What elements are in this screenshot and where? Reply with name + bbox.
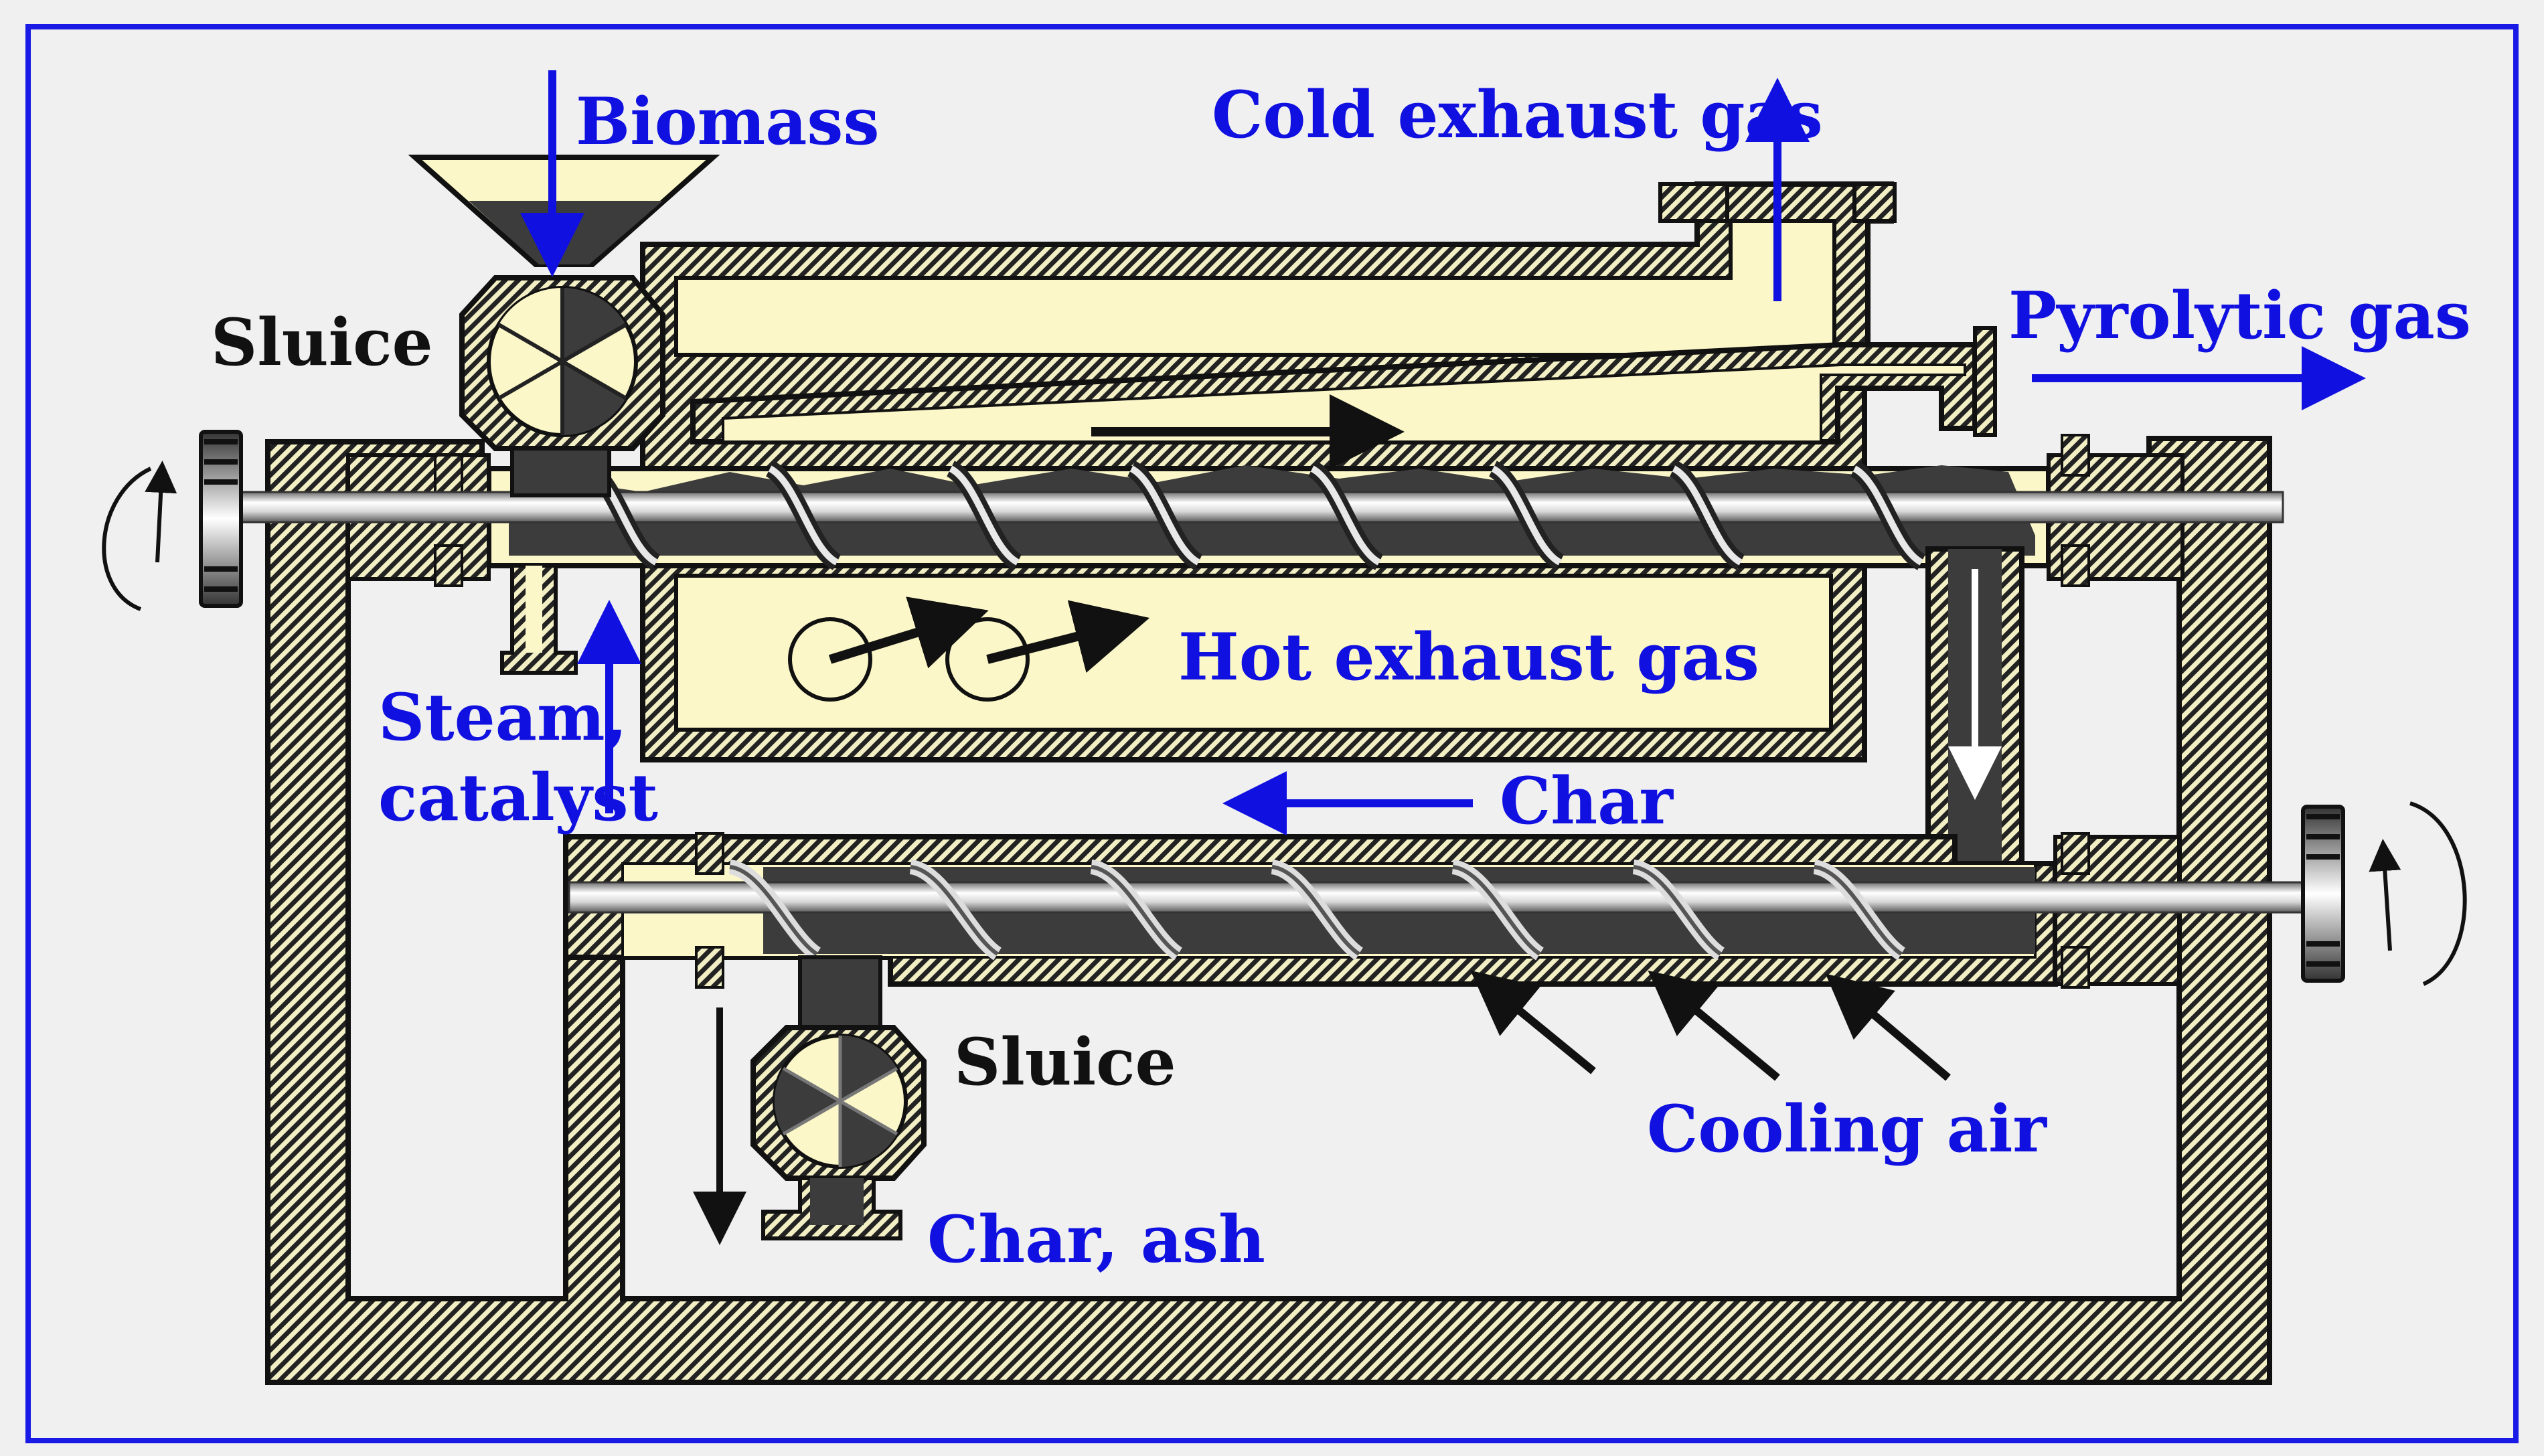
label-biomass: Biomass — [576, 84, 880, 159]
label-sluice-bottom: Sluice — [954, 1024, 1176, 1100]
cooling-air-arrow-2 — [1648, 970, 1780, 1081]
label-hot-exhaust-gas: Hot exhaust gas — [1178, 619, 1759, 695]
label-char: Char — [1500, 763, 1674, 839]
upper-screw — [233, 461, 2284, 570]
label-sluice-top: Sluice — [211, 305, 433, 380]
upper-drive-knob — [102, 430, 243, 611]
hot-gas-bubbles — [788, 596, 1150, 702]
lower-screw — [568, 860, 2311, 961]
cooling-air-arrow-1 — [1470, 970, 1596, 1074]
sluice-bottom — [750, 955, 927, 1240]
lower-drive-knob — [2301, 801, 2467, 986]
label-steam-line1: Steam, — [378, 679, 627, 755]
flow-arrows — [520, 70, 2366, 1245]
cooling-air-arrow-3 — [1825, 973, 1951, 1081]
figure-border — [25, 24, 2519, 1443]
label-pyrolytic-gas: Pyrolytic gas — [2008, 278, 2471, 353]
steam-inlet-pipe — [500, 564, 578, 675]
label-cold-exhaust-gas: Cold exhaust gas — [1212, 77, 1823, 153]
label-cooling-air: Cooling air — [1647, 1091, 2047, 1167]
sluice-top — [459, 275, 665, 497]
labels: Biomass Cold exhaust gas Pyrolytic gas S… — [211, 77, 2471, 1277]
label-steam-line2: catalyst — [378, 760, 658, 835]
label-char-ash: Char, ash — [927, 1202, 1265, 1277]
